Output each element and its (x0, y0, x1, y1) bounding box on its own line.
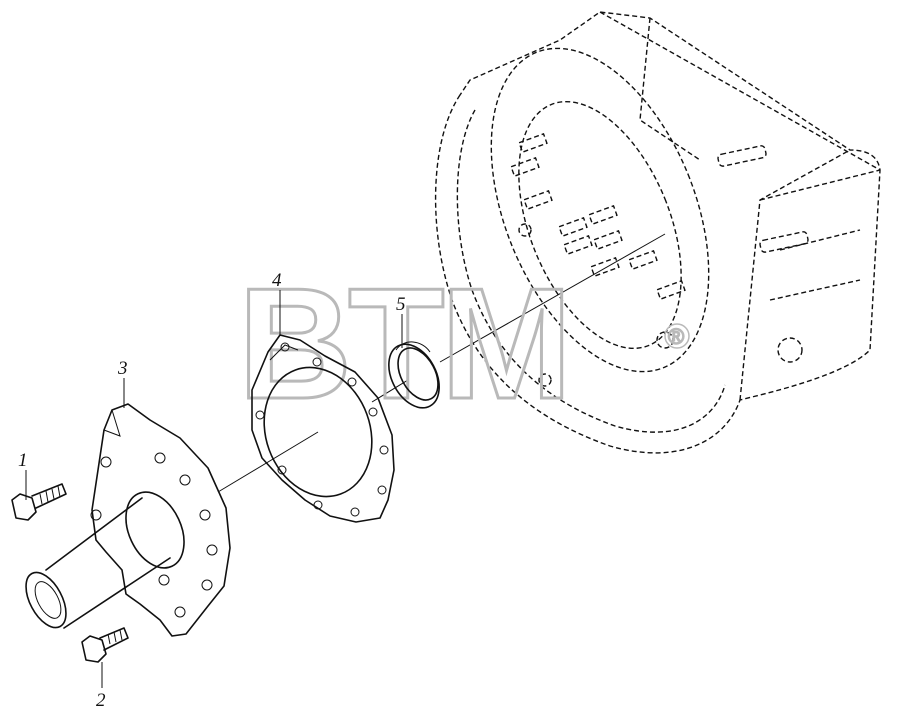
gasket (251, 334, 395, 523)
watermark-registered: ® (668, 324, 684, 349)
leader-lines (25, 290, 403, 688)
gearbox-housing (434, 11, 881, 454)
bolt-upper (11, 483, 67, 521)
callout-3: 3 (117, 358, 128, 379)
registered-circle (664, 323, 690, 349)
callout-4: 4 (272, 270, 282, 291)
callout-1: 1 (18, 450, 28, 471)
housing-ports (518, 145, 809, 387)
callout-2: 2 (96, 690, 106, 711)
bearing-cover (25, 403, 231, 637)
callouts: 1 2 3 4 5 (18, 270, 406, 711)
bolt-lower (81, 627, 129, 663)
seal-ring (388, 341, 440, 409)
callout-5: 5 (396, 294, 406, 315)
housing-studs (510, 132, 686, 301)
